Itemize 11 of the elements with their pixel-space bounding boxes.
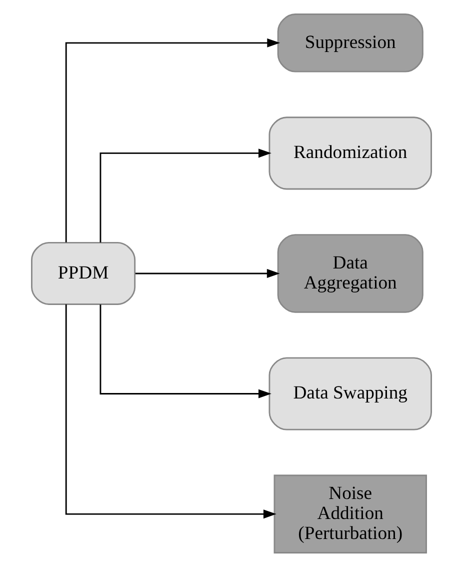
arrow xyxy=(99,148,271,242)
node-box: Noise Addition (Perturbation) xyxy=(273,474,426,554)
node-box: PPDM xyxy=(30,242,136,305)
node-box: Data Swapping xyxy=(268,357,432,430)
arrow xyxy=(134,268,280,278)
arrow xyxy=(99,304,271,398)
node-box: Suppression xyxy=(276,14,423,72)
node-box: Data Aggregation xyxy=(276,234,423,313)
node-box: Randomization xyxy=(268,116,432,190)
arrow xyxy=(64,38,280,242)
arrow xyxy=(64,304,276,519)
